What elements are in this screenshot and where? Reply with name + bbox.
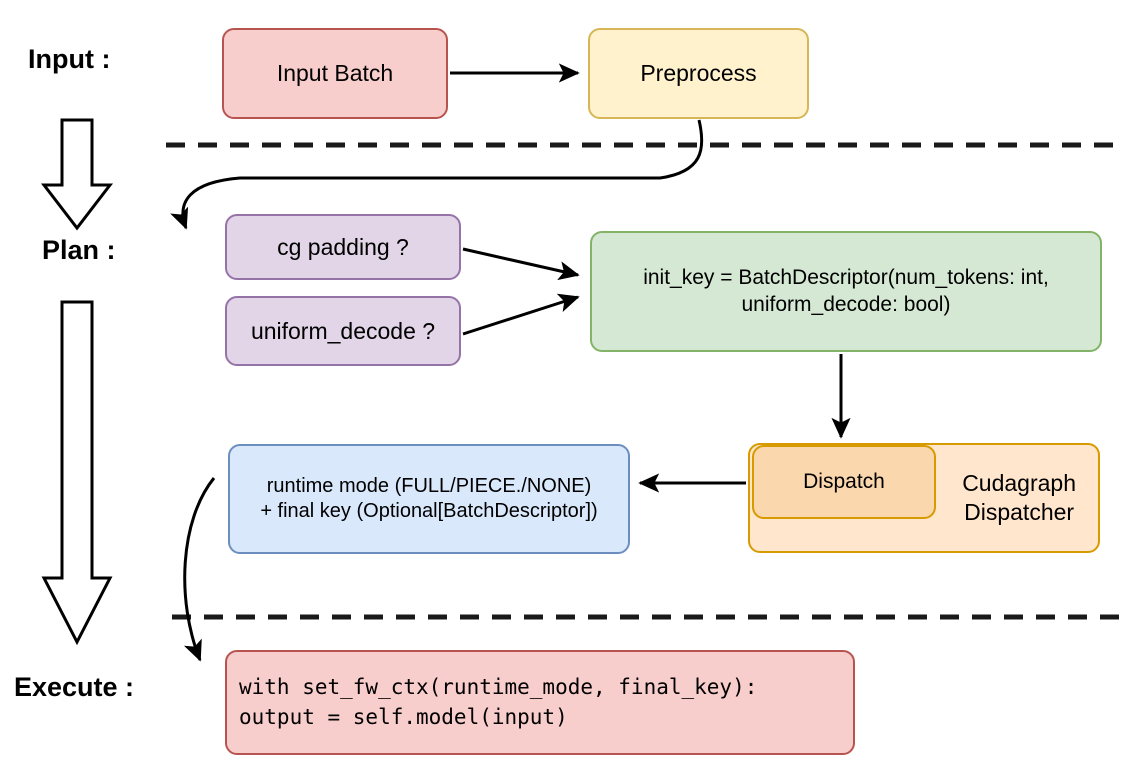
node-runtime-mode-label: runtime mode (FULL/PIECE./NONE) + final … — [260, 475, 598, 522]
node-dispatch[interactable]: Dispatch — [752, 445, 936, 519]
node-preprocess-label: Preprocess — [640, 60, 757, 87]
node-code-block-label: with set_fw_ctx(runtime_mode, final_key)… — [239, 675, 758, 729]
node-init-key-label: init_key = BatchDescriptor(num_tokens: i… — [643, 266, 1049, 316]
node-init-key[interactable]: init_key = BatchDescriptor(num_tokens: i… — [590, 231, 1102, 352]
edge-cg-padding-to-init-key — [462, 247, 580, 281]
node-cg-padding[interactable]: cg padding ? — [225, 214, 461, 280]
edge-runtime-mode-to-code — [183, 477, 216, 662]
stage-label-input: Input : — [28, 44, 111, 74]
edge-uniform-decode-to-init-key — [462, 293, 580, 336]
node-uniform-decode[interactable]: uniform_decode ? — [225, 296, 461, 366]
stage-label-plan: Plan : — [42, 235, 116, 265]
stage-label-execute: Execute : — [14, 672, 135, 702]
node-input-batch[interactable]: Input Batch — [222, 28, 448, 119]
node-runtime-mode[interactable]: runtime mode (FULL/PIECE./NONE) + final … — [228, 444, 630, 554]
plan-to-execute-block-arrow — [41, 300, 113, 646]
node-input-batch-label: Input Batch — [276, 60, 394, 87]
edge-preprocess-to-cg-padding — [170, 119, 704, 230]
node-uniform-decode-label: uniform_decode ? — [250, 317, 436, 344]
input-to-plan-block-arrow — [40, 118, 114, 231]
node-cudagraph-dispatcher-label: Cudagraph Dispatcher — [962, 470, 1076, 525]
node-cg-padding-label: cg padding ? — [277, 233, 409, 260]
node-preprocess[interactable]: Preprocess — [588, 28, 809, 119]
node-code-block[interactable]: with set_fw_ctx(runtime_mode, final_key)… — [225, 650, 855, 755]
node-dispatch-label: Dispatch — [803, 469, 885, 493]
